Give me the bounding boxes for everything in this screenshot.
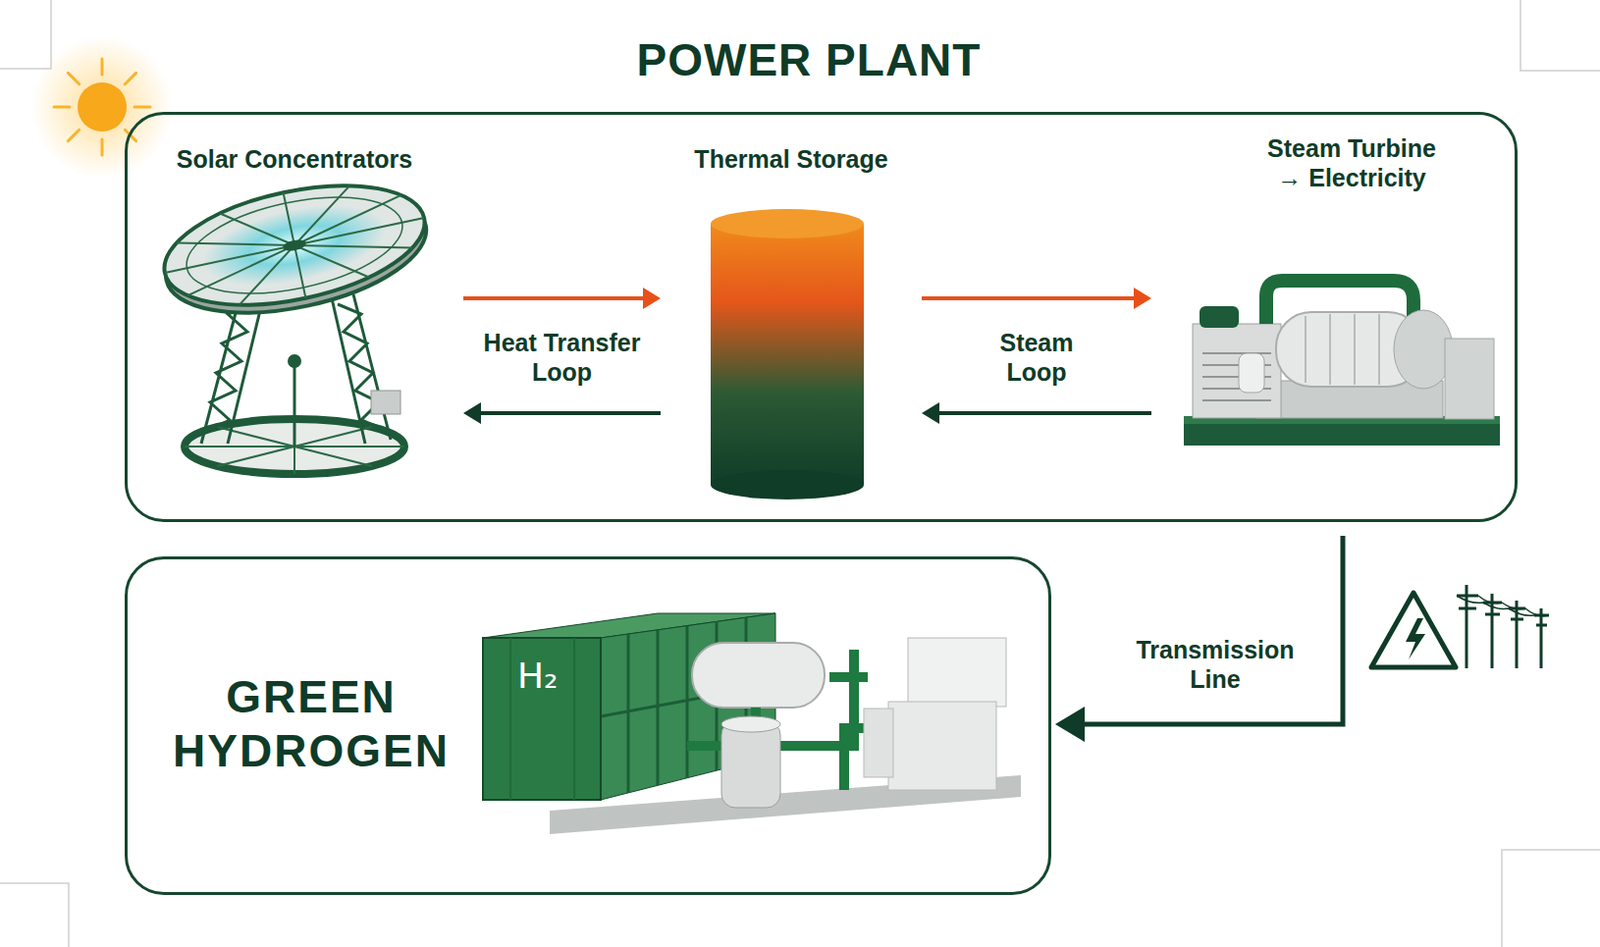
corner-mark	[1501, 850, 1600, 947]
small-tank	[1238, 353, 1265, 393]
cabinet	[863, 708, 894, 778]
vessel-top	[721, 716, 781, 733]
dish-ring	[177, 180, 411, 312]
edge-label: Heat Transfer Loop	[469, 327, 656, 387]
connector-line	[935, 411, 1152, 416]
panel-box: GREEN HYDROGEN	[124, 556, 1052, 896]
vessel	[721, 721, 781, 808]
connector	[1055, 535, 1343, 743]
cabinet	[888, 701, 997, 791]
connector	[921, 402, 1152, 425]
arrowhead	[463, 402, 481, 425]
connector	[463, 402, 661, 425]
arrowhead	[1133, 287, 1152, 310]
connector-line	[921, 296, 1138, 301]
truss-leg	[201, 294, 264, 444]
panel-heading: POWER PLANT	[514, 33, 1104, 88]
dish-spokes	[154, 164, 436, 326]
container-front	[482, 638, 601, 800]
container-ribs	[510, 638, 575, 800]
component: Solar Concentrators	[147, 137, 442, 491]
connector-line	[463, 296, 647, 301]
arrowhead	[921, 402, 940, 425]
edge-label-holder: Steam Loop	[982, 327, 1091, 387]
receiver	[287, 354, 302, 369]
connector	[463, 287, 661, 310]
connector	[921, 287, 1152, 310]
vents	[1202, 353, 1272, 401]
pipes	[687, 649, 906, 791]
sun	[77, 82, 127, 132]
storage-tank	[710, 223, 864, 485]
arrowhead	[1055, 706, 1085, 743]
control-box	[371, 390, 401, 415]
sun-glow	[31, 36, 173, 178]
lightning-bolt	[1405, 618, 1426, 660]
sun-rays	[53, 58, 151, 156]
corner-mark	[0, 883, 69, 947]
panel-heading: GREEN HYDROGEN	[163, 670, 459, 779]
dish-face	[154, 164, 436, 326]
warning-sign	[1371, 592, 1456, 668]
tank-top	[710, 209, 864, 239]
casing-ribs	[1305, 314, 1380, 385]
control-cabinet	[1444, 338, 1494, 420]
cabinet	[907, 638, 1007, 707]
connector-line	[1078, 535, 1343, 725]
edge-label-holder: Heat Transfer Loop	[469, 327, 656, 387]
tank-bottom	[710, 470, 864, 500]
corner-mark	[0, 0, 52, 69]
panel-box: POWER PLANTSolar ConcentratorsThermal St…	[124, 111, 1518, 523]
dish-hub	[281, 238, 308, 254]
edge-label: Transmission Line	[1121, 635, 1309, 694]
receiver-pole	[293, 365, 297, 447]
label-holder: H₂	[517, 655, 559, 696]
corner-mark	[1520, 0, 1600, 71]
edge-label-holder: Transmission Line	[1121, 635, 1309, 694]
dish-glow	[196, 191, 394, 300]
component-label: Steam Turbine → Electricity	[1256, 133, 1448, 193]
turbine-end	[1393, 310, 1453, 389]
component: Steam Turbine → Electricity	[1173, 125, 1502, 460]
container-marking: H₂	[517, 655, 559, 696]
power-wires	[1456, 595, 1549, 617]
component-label: Solar Concentrators	[152, 144, 437, 174]
cap	[1199, 306, 1239, 328]
edge-label: Steam Loop	[982, 327, 1091, 387]
component: Thermal Storage	[682, 137, 901, 501]
turbine-base	[1183, 422, 1500, 446]
power-pylons	[1456, 585, 1549, 669]
truss-leg	[331, 294, 391, 444]
hydrogen-tank	[692, 642, 825, 708]
component-label: Thermal Storage	[682, 144, 901, 174]
generator-block	[1192, 323, 1281, 419]
connector-line	[477, 411, 661, 416]
dish	[154, 164, 438, 334]
arrowhead	[642, 287, 661, 310]
